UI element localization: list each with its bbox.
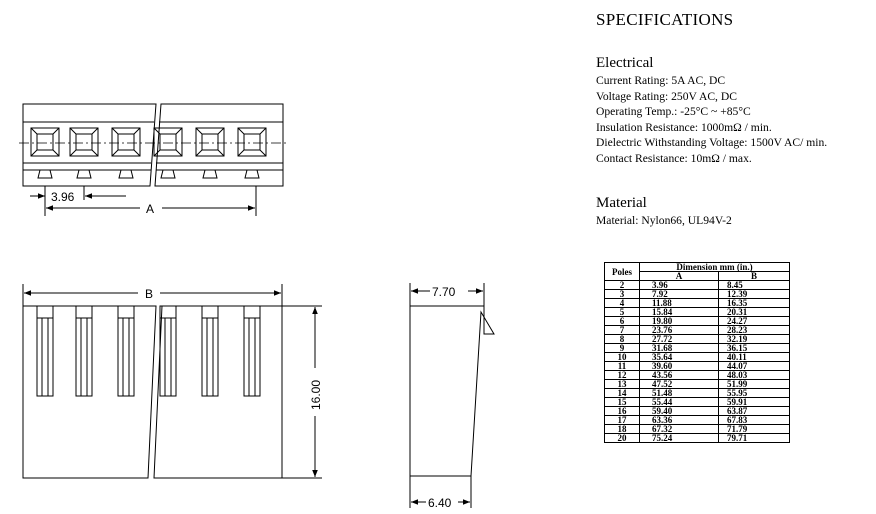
b-dim-label: B xyxy=(145,287,153,301)
terminal-finger xyxy=(159,305,177,397)
poles-cell: 20 xyxy=(604,433,640,443)
poles-header: Poles xyxy=(604,262,640,281)
connector-drawing: 3.96 A B 16.00 7.70 6.40 xyxy=(19,103,495,510)
dimension-group-header: Dimension mm (in.) xyxy=(639,262,790,272)
terminal-finger xyxy=(36,305,54,397)
terminal-slot xyxy=(30,127,60,179)
terminal-finger xyxy=(243,305,261,397)
terminal-slot xyxy=(111,127,141,179)
terminal-finger xyxy=(117,305,135,397)
electrical-specs: Current Rating: 5A AC, DC Voltage Rating… xyxy=(596,73,827,166)
bottom-width-label: 6.40 xyxy=(428,496,452,510)
front-view xyxy=(22,305,283,479)
a-dimension xyxy=(46,186,257,216)
terminal-slot xyxy=(153,127,183,179)
specifications-title: SPECIFICATIONS xyxy=(596,10,734,29)
spec-insulation-resistance: Insulation Resistance: 1000mΩ / min. xyxy=(596,120,772,134)
col-b-header: B xyxy=(718,271,790,281)
b-dimension xyxy=(22,284,283,306)
top-view xyxy=(19,103,287,187)
top-view-outline-right xyxy=(154,103,284,187)
terminal-slot xyxy=(195,127,225,179)
front-view-outline-left xyxy=(22,305,157,479)
side-view-outline xyxy=(409,305,495,477)
pitch-label: 3.96 xyxy=(51,190,75,204)
spec-contact-resistance: Contact Resistance: 10mΩ / max. xyxy=(596,151,752,165)
spec-operating-temp: Operating Temp.: -25°C ~ +85°C xyxy=(596,105,751,118)
top-width-label: 7.70 xyxy=(432,285,456,299)
pitch-dimension xyxy=(30,186,126,216)
spec-material: Material: Nylon66, UL94V-2 xyxy=(596,214,732,227)
terminal-finger xyxy=(201,305,219,397)
height-dim-label: 16.00 xyxy=(309,380,323,410)
top-view-outline-left xyxy=(22,103,157,187)
terminal-finger xyxy=(75,305,93,397)
dim-b-cell: 79.71 xyxy=(718,433,790,443)
a-dim-label: A xyxy=(146,202,154,216)
height-dimension xyxy=(282,305,322,479)
dim-a-cell: 75.24 xyxy=(639,433,719,443)
spec-dielectric-voltage: Dielectric Withstanding Voltage: 1500V A… xyxy=(596,136,828,149)
material-specs: Material: Nylon66, UL94V-2 xyxy=(596,213,732,229)
material-title: Material xyxy=(596,195,647,211)
terminal-slot xyxy=(69,127,99,179)
terminal-slot xyxy=(237,127,267,179)
spec-current-rating: Current Rating: 5A AC, DC xyxy=(596,74,726,87)
electrical-title: Electrical xyxy=(596,55,654,71)
side-view xyxy=(409,283,495,508)
spec-voltage-rating: Voltage Rating: 250V AC, DC xyxy=(596,89,737,103)
